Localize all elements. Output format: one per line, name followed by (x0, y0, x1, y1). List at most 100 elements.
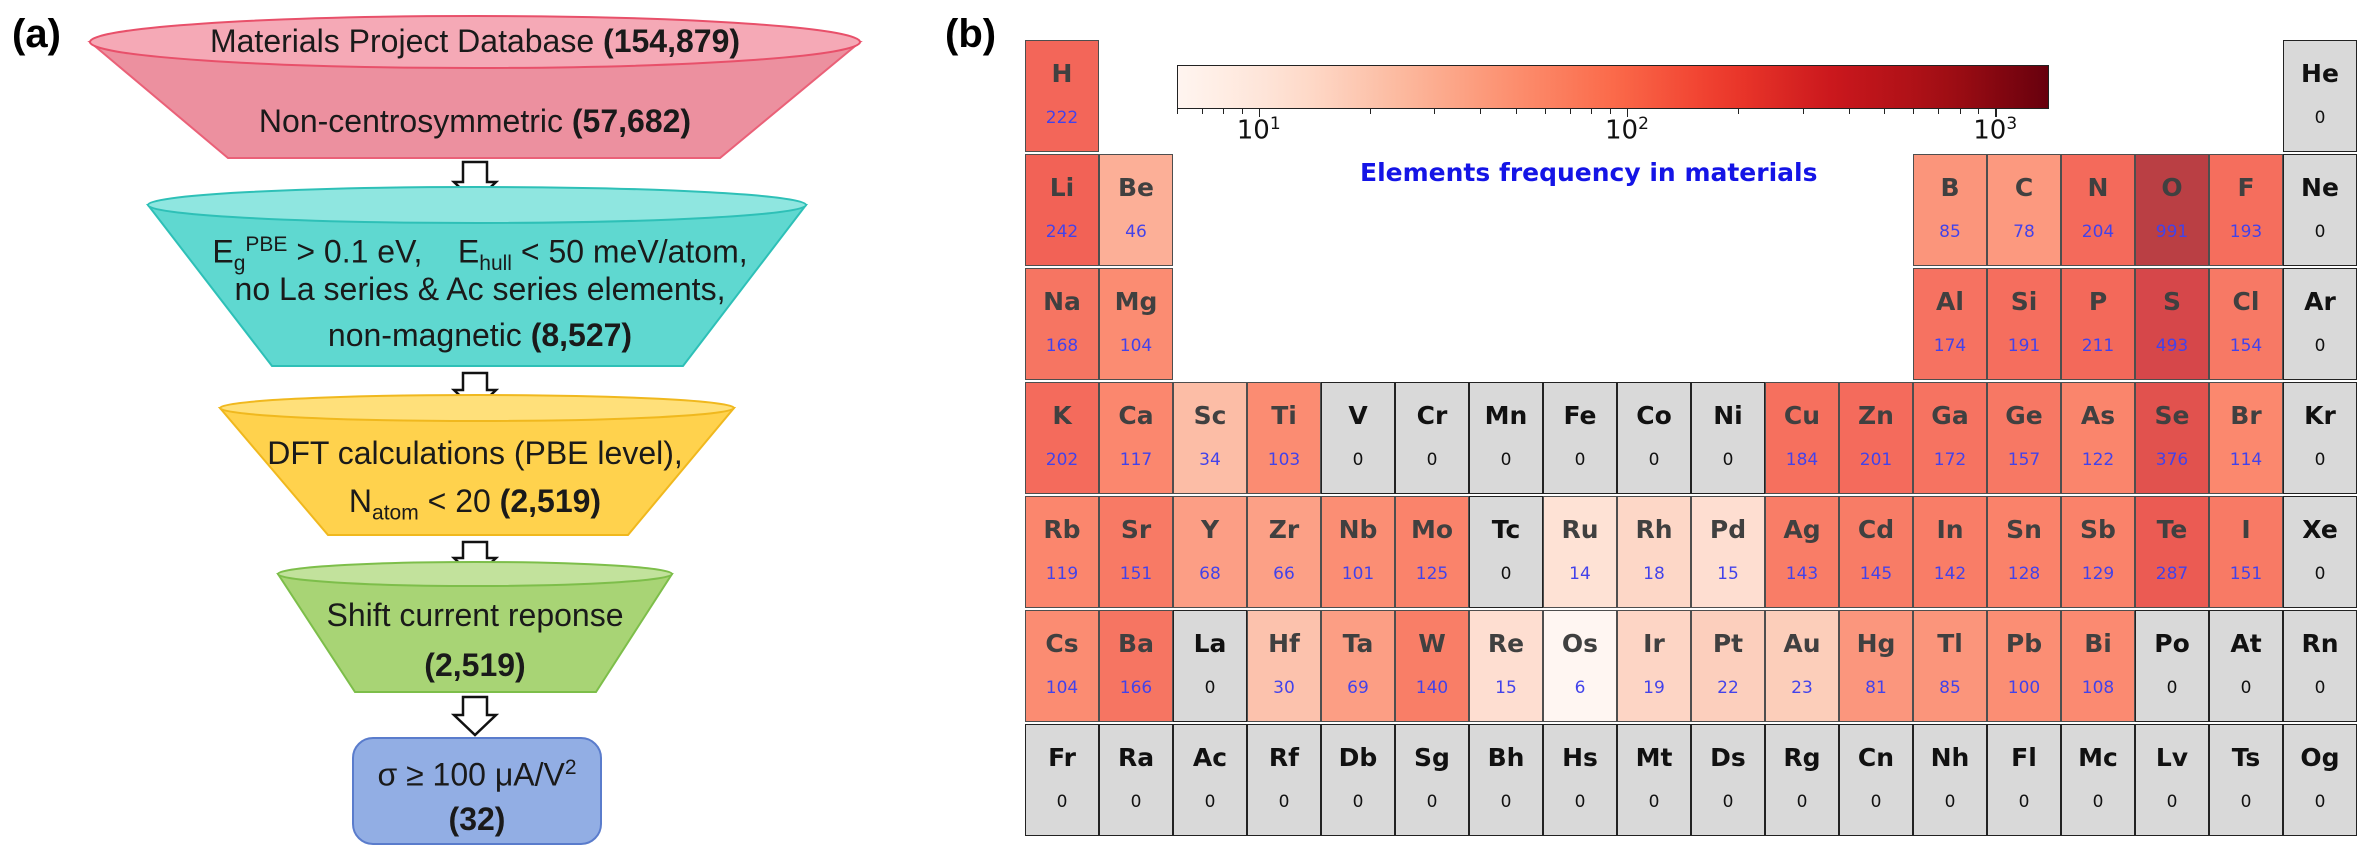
stage1-bottom-text: Non-centrosymmetric (57,682) (258, 103, 692, 139)
element-symbol: Mo (1410, 515, 1454, 544)
colorbar-minor-tick (1913, 109, 1915, 114)
element-symbol: Ta (1342, 629, 1374, 658)
element-count: 0 (1648, 792, 1660, 812)
element-count: 0 (2018, 792, 2030, 812)
element-count: 0 (2314, 792, 2326, 812)
funnel-diagram: Materials Project Database (154,879) Non… (0, 0, 960, 852)
element-symbol: Og (2300, 743, 2340, 772)
element-symbol: Cr (1416, 401, 1448, 430)
element-count: 0 (2240, 792, 2252, 812)
element-count: 68 (1199, 564, 1221, 584)
element-symbol: Fr (1048, 743, 1076, 772)
element-symbol: V (1348, 401, 1368, 430)
element-symbol: K (1052, 401, 1072, 430)
stage4-line2: (2,519) (424, 647, 526, 683)
element-count: 0 (1796, 792, 1808, 812)
element-count: 128 (2007, 564, 2041, 584)
element-symbol: Fe (1563, 401, 1597, 430)
element-symbol: Ti (1271, 401, 1297, 430)
element-count: 242 (1045, 222, 1079, 242)
element-symbol: Ra (1117, 743, 1155, 772)
colorbar-tick-label: 101 (1236, 114, 1281, 146)
element-symbol: O (2161, 173, 2183, 202)
element-count: 0 (1870, 792, 1882, 812)
element-symbol: Mn (1484, 401, 1528, 430)
element-count: 104 (1119, 336, 1153, 356)
element-symbol: Rf (1268, 743, 1300, 772)
element-symbol: Pt (1712, 629, 1744, 658)
element-count: 157 (2007, 450, 2041, 470)
element-symbol: Bi (2084, 629, 2112, 658)
colorbar-minor-tick (1569, 109, 1571, 114)
element-count: 14 (1569, 564, 1591, 584)
colorbar-tick (1258, 109, 1261, 117)
element-symbol: Rg (1783, 743, 1821, 772)
element-symbol: Cu (1783, 401, 1821, 430)
element-count: 172 (1933, 450, 1967, 470)
element-count: 0 (1130, 792, 1142, 812)
stage5-line1: σ ≥ 100 μA/V2 (377, 756, 577, 793)
element-cell-sg: Sg 0 (1395, 724, 1469, 836)
element-count: 201 (1859, 450, 1893, 470)
element-cell-zn: Zn 201 (1839, 382, 1913, 494)
element-symbol: Nb (1338, 515, 1378, 544)
element-count: 145 (1859, 564, 1893, 584)
colorbar-tick-label: 102 (1604, 114, 1649, 146)
element-count: 0 (1648, 450, 1660, 470)
element-symbol: Hg (1856, 629, 1896, 658)
element-count: 0 (1426, 792, 1438, 812)
funnel-stage-3 (217, 394, 737, 536)
element-count: 15 (1495, 678, 1517, 698)
stage3-line2: Natom < 20 (2,519) (348, 483, 602, 525)
element-symbol: Sb (2080, 515, 2116, 544)
element-cell-og: Og 0 (2283, 724, 2357, 836)
element-symbol: H (1051, 59, 1073, 88)
element-count: 0 (1500, 450, 1512, 470)
element-symbol: Br (2230, 401, 2262, 430)
element-symbol: As (2080, 401, 2116, 430)
element-count: 154 (2229, 336, 2263, 356)
element-count: 193 (2229, 222, 2263, 242)
element-symbol: Zn (1858, 401, 1894, 430)
element-symbol: Sg (1414, 743, 1450, 772)
element-symbol: In (1936, 515, 1964, 544)
colorbar-title: Elements frequency in materials (1360, 158, 1818, 187)
colorbar-minor-tick (1480, 109, 1482, 114)
colorbar-minor-tick (1369, 109, 1371, 114)
element-symbol: Te (2156, 515, 2188, 544)
element-count: 23 (1791, 678, 1813, 698)
element-count: 184 (1785, 450, 1819, 470)
stage5-line2: (32) (448, 801, 506, 837)
colorbar-minor-tick (1802, 109, 1804, 114)
element-count: 66 (1273, 564, 1295, 584)
element-symbol: Rb (1043, 515, 1081, 544)
element-count: 166 (1119, 678, 1153, 698)
